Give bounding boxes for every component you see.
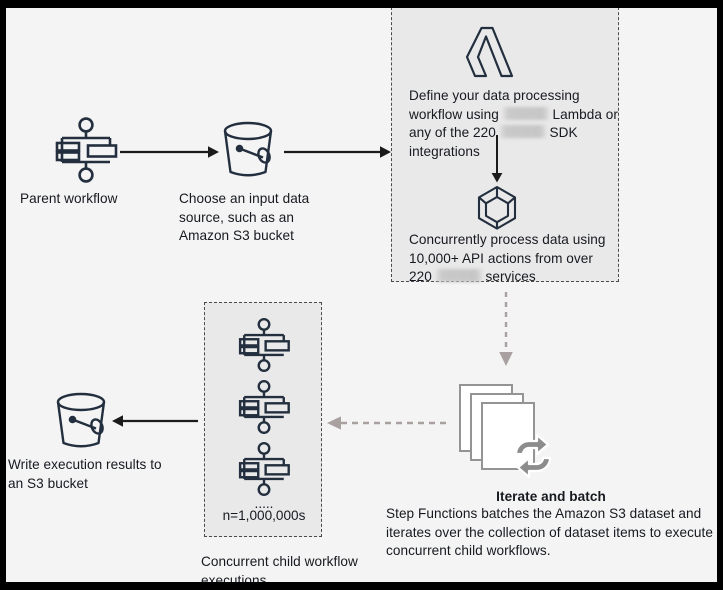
step-functions-workflow-icon (238, 317, 290, 373)
processing-text-part-1: Define your data processing workflow usi… (409, 88, 580, 122)
child-executions-panel: ..... n=1,000,000s (204, 302, 322, 537)
redacted-word-icon (499, 125, 546, 138)
iterate-batch-heading: Iterate and batch (496, 489, 606, 504)
document-stack-refresh-icon (459, 384, 552, 479)
processing-text-part-5: services (485, 269, 536, 284)
input-source-node (219, 119, 277, 181)
redacted-word-icon (435, 269, 482, 282)
connector-children-to-output (112, 411, 198, 431)
step-functions-workflow-icon (55, 117, 118, 183)
connector-source-to-panel (284, 142, 392, 162)
connector-parent-to-source (120, 142, 220, 162)
sdk-cube-icon (477, 185, 517, 230)
redacted-word-icon (502, 106, 549, 120)
aws-lambda-node (464, 25, 524, 79)
diagram-canvas: Parent workflow Choose an input data sou… (6, 8, 717, 582)
connector-panel-to-iterate (494, 292, 518, 368)
iterate-batch-body: Step Functions batches the Amazon S3 dat… (386, 506, 713, 558)
child-executions-caption: Concurrent child workflow executions (201, 554, 358, 582)
sdk-node (475, 185, 519, 231)
processing-text-part-2: Lambda or any of the 220 (409, 106, 618, 141)
child-executions-ellipsis: ..... (254, 496, 274, 511)
s3-bucket-icon (223, 121, 273, 177)
parent-workflow-label: Parent workflow (20, 191, 118, 206)
processing-panel-text-bottom: Concurrently process data using 10,000+ … (409, 231, 617, 287)
child-workflow-1 (234, 317, 294, 373)
s3-bucket-icon (56, 392, 106, 448)
step-functions-workflow-icon (238, 441, 290, 497)
output-bucket-node (52, 390, 110, 452)
child-workflow-3 (234, 441, 294, 497)
processing-text-part-3: SDK integrations (409, 125, 578, 159)
step-functions-workflow-icon (238, 379, 290, 435)
processing-panel-text-top: Define your data processing workflow usi… (409, 87, 621, 161)
input-source-label: Choose an input data source, such as an … (179, 191, 310, 243)
output-bucket-label: Write execution results to an S3 bucket (8, 457, 162, 491)
connector-iterate-to-children (327, 412, 451, 434)
processing-panel: Define your data processing workflow usi… (391, 8, 621, 284)
processing-text-part-4: Concurrently process data using 10,000+ … (409, 232, 606, 284)
connector-lambda-to-sdk (487, 135, 507, 183)
aws-lambda-icon (465, 26, 514, 78)
child-executions-count: n=1,000,000s (222, 508, 306, 523)
parent-workflow-node (50, 116, 122, 184)
iterate-batch-node (454, 382, 560, 480)
child-workflow-2 (234, 379, 294, 435)
